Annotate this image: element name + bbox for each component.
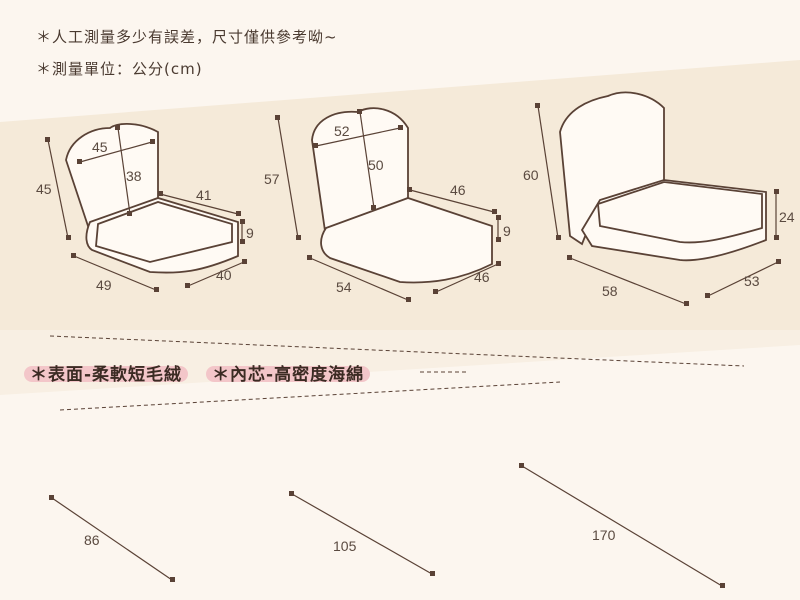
label-back-width: 45 bbox=[92, 139, 108, 155]
label-length-large: 170 bbox=[592, 527, 616, 543]
materials-row: ＊表面-柔軟短毛絨 ＊內芯-高密度海綿 bbox=[24, 360, 388, 385]
label-back-inner: 50 bbox=[368, 157, 384, 173]
material-surface: ＊表面-柔軟短毛絨 bbox=[24, 360, 189, 385]
label-back-inner: 38 bbox=[126, 168, 142, 184]
label-base-depth: 40 bbox=[216, 267, 232, 283]
label-back-height: 57 bbox=[264, 171, 280, 187]
label-back-height: 60 bbox=[523, 167, 539, 183]
label-base-depth: 46 bbox=[474, 269, 490, 285]
divider-bottom bbox=[59, 381, 561, 411]
label-back-height: 45 bbox=[36, 181, 52, 197]
material-core: ＊內芯-高密度海綿 bbox=[206, 360, 371, 385]
label-base-width: 49 bbox=[96, 277, 112, 293]
label-base-width: 54 bbox=[336, 279, 352, 295]
length-dimensions: 86 105 170 bbox=[49, 463, 725, 588]
label-seat-depth: 46 bbox=[450, 182, 466, 198]
divider-top bbox=[49, 335, 745, 367]
label-seat-thick: 9 bbox=[503, 223, 511, 239]
label-seat-thick: 9 bbox=[246, 225, 254, 241]
note-measurement-error: ＊人工測量多少有誤差，尺寸僅供參考呦~ bbox=[36, 28, 338, 46]
label-base-width: 58 bbox=[602, 283, 618, 299]
label-seat-depth: 41 bbox=[196, 187, 212, 203]
chair-large: 60 24 58 53 bbox=[523, 91, 795, 306]
label-base-depth: 53 bbox=[744, 273, 760, 289]
label-back-width: 52 bbox=[334, 123, 350, 139]
note-unit: ＊測量單位：公分(cm) bbox=[36, 60, 203, 78]
chair-small: 45 45 38 41 9 49 40 bbox=[36, 123, 254, 293]
chair-medium: 57 52 50 46 9 54 46 bbox=[264, 107, 511, 302]
dim-line bbox=[47, 139, 69, 239]
label-length-small: 86 bbox=[84, 532, 100, 548]
label-length-medium: 105 bbox=[333, 538, 357, 554]
label-seat-thick: 24 bbox=[779, 209, 795, 225]
